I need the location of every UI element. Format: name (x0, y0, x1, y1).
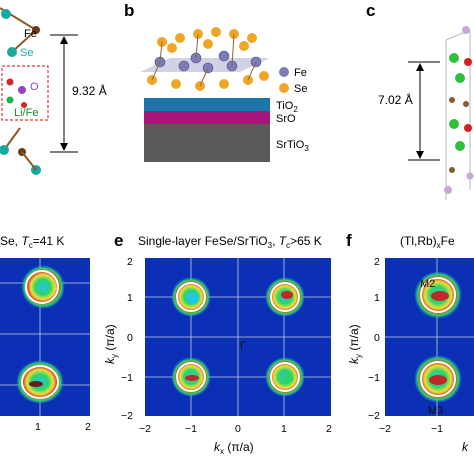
f-xtick-1: −1 (431, 423, 443, 435)
f-xlabel-frag: k (462, 440, 469, 454)
label-se: Se (20, 47, 33, 59)
e-ytick-1: 1 (127, 292, 133, 304)
e-ytick-3: −1 (121, 372, 133, 384)
panel-label-e: e (114, 231, 123, 250)
label-o: O (30, 81, 39, 93)
panel-c: c 7.02 Å (366, 1, 474, 200)
e-ytick-4: −2 (121, 410, 133, 422)
e-xtick-3: 1 (281, 423, 287, 435)
f-ytick-1: 1 (374, 292, 380, 304)
label-fe: Fe (24, 28, 37, 40)
label-lifes: Li/Fe (14, 107, 38, 119)
m2-label: M2 (420, 278, 435, 290)
f-ytick-0: 2 (374, 256, 380, 268)
atom-se-mid (7, 47, 17, 57)
e-ytick-0: 2 (127, 256, 133, 268)
f-yticks: 2 1 0 −1 −2 (368, 256, 380, 422)
pocket-e-ur (265, 277, 305, 317)
panel-a: Fe Se O Li/Fe 9.32 Å (0, 7, 110, 175)
spacing-a: 9.32 Å (72, 83, 107, 98)
e-xtick-2: 0 (235, 423, 241, 435)
spacing-c: 7.02 Å (378, 92, 413, 107)
fese-layer (140, 27, 270, 91)
lifeoh-box (1, 65, 49, 121)
f-ytick-3: −1 (368, 372, 380, 384)
pocket-f-top (414, 271, 462, 319)
panel-e: e Single-layer FeSe/SrTiO3, Tc>65 K (103, 231, 332, 456)
label-sro: SrO (276, 113, 296, 125)
legend-fe: Fe (294, 67, 307, 79)
atom-se-top (1, 9, 11, 19)
pocket-f-bottom (414, 355, 462, 403)
label-tio2: TiO2 (276, 100, 298, 114)
gamma-label: Γ (240, 340, 246, 352)
panel-d: Se, Tc=41 K 1 2 (0, 234, 91, 433)
layer-sro (144, 111, 270, 124)
legend-se: Se (294, 83, 307, 95)
d-xtick-1: 1 (35, 421, 41, 433)
e-ylabel: ky (π/a) (103, 324, 119, 364)
layer-tio2 (144, 98, 270, 111)
panel-label-f: f (346, 231, 352, 250)
layer-srtio3 (144, 124, 270, 162)
e-ytick-2: 0 (127, 332, 133, 344)
e-xlabel: kx (π/a) (214, 440, 254, 456)
panel-d-title: Se, Tc=41 K (0, 234, 64, 250)
pocket-e-lr (265, 357, 305, 397)
f-ylabel: ky (π/a) (347, 324, 363, 364)
m3-label: M3 (428, 405, 443, 417)
e-xticks: −2 −1 0 1 2 (139, 423, 332, 435)
e-xtick-0: −2 (139, 423, 151, 435)
label-srtio3: SrTiO3 (276, 139, 309, 153)
panel-b: b Fe Se (124, 1, 309, 162)
e-xtick-4: 2 (326, 423, 332, 435)
panel-e-title: Single-layer FeSe/SrTiO3, Tc>65 K (138, 234, 322, 250)
atom-fe-top (32, 26, 40, 34)
panel-label-c: c (366, 1, 375, 20)
pocket-e-ul (171, 277, 211, 317)
panel-label-b: b (124, 1, 134, 20)
panel-f-title: (Tl,Rb)xFe (400, 234, 455, 250)
f-xtick-0: −2 (379, 423, 391, 435)
d-xtick-2: 2 (85, 421, 91, 433)
crystal-c (444, 26, 474, 200)
e-xtick-1: −1 (185, 423, 197, 435)
f-ytick-4: −2 (368, 410, 380, 422)
pocket-e-ll (171, 357, 211, 397)
f-ytick-2: 0 (374, 332, 380, 344)
e-yticks: 2 1 0 −1 −2 (121, 256, 133, 422)
panel-f: f (Tl,Rb)xFe M2 M3 2 1 0 −1 −2 −2 −1 k k… (346, 231, 474, 454)
